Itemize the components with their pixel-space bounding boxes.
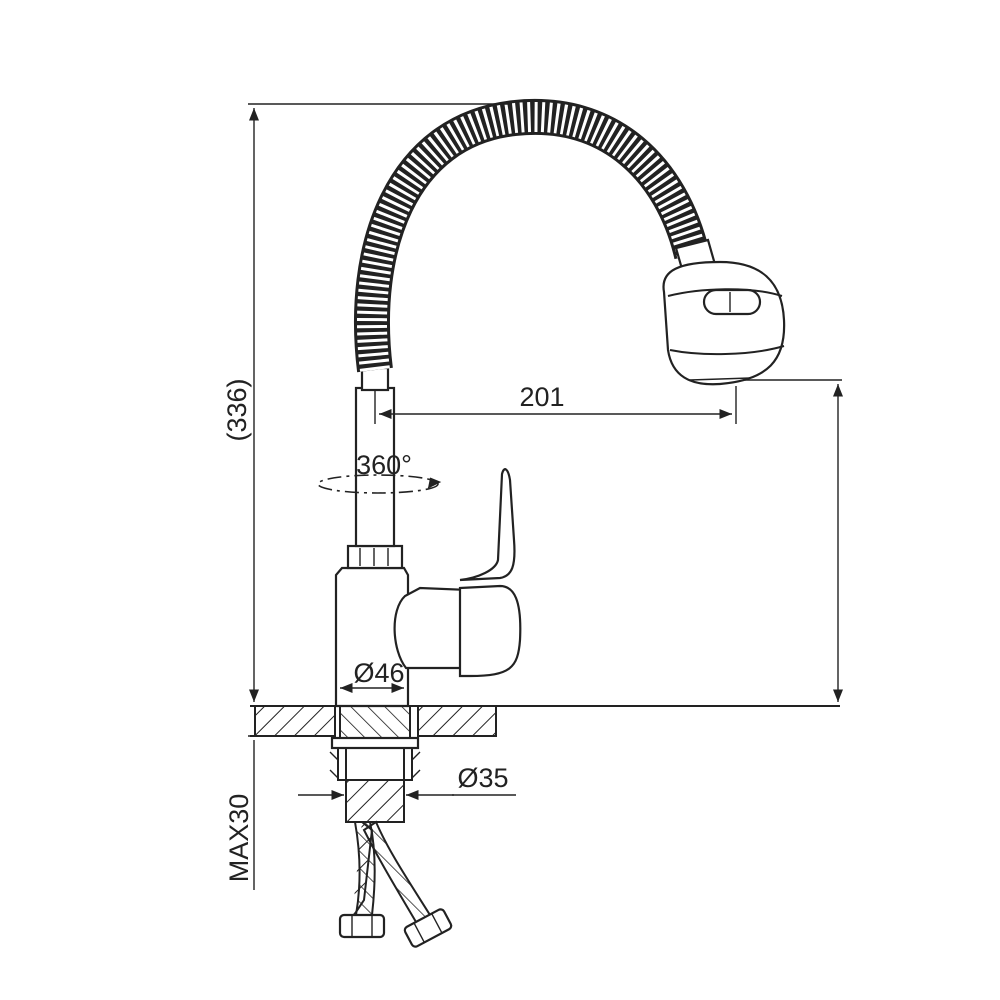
supply-hoses	[338, 820, 453, 948]
dimension-rotation: 360°	[317, 450, 442, 494]
swivel-nut	[346, 544, 404, 570]
mounting-shank	[329, 705, 421, 823]
spray-toggle-button	[702, 288, 762, 316]
dimension-spout-height	[745, 379, 844, 702]
countertop	[250, 705, 840, 737]
rotation-label: 360°	[356, 450, 412, 480]
lever-handle	[393, 468, 522, 678]
max-thickness-label: MAX30	[224, 794, 254, 883]
dimension-max-thickness: MAX30	[224, 735, 335, 890]
reach-label: 201	[519, 382, 564, 412]
spray-head	[662, 238, 786, 386]
dimension-body-diameter: Ø46	[340, 658, 405, 694]
dimension-reach: 201	[374, 382, 737, 424]
shank-diameter-label: Ø35	[457, 763, 508, 793]
faucet-body	[334, 544, 410, 708]
body-diameter-label: Ø46	[353, 658, 404, 688]
hose-nut-left	[338, 913, 386, 939]
hose-nut-right	[403, 908, 453, 948]
flexible-spout	[354, 98, 710, 373]
dimension-overall-height: (336)	[222, 103, 510, 702]
overall-height-label: (336)	[222, 378, 252, 441]
dimension-shank-diameter: Ø35	[298, 763, 516, 801]
